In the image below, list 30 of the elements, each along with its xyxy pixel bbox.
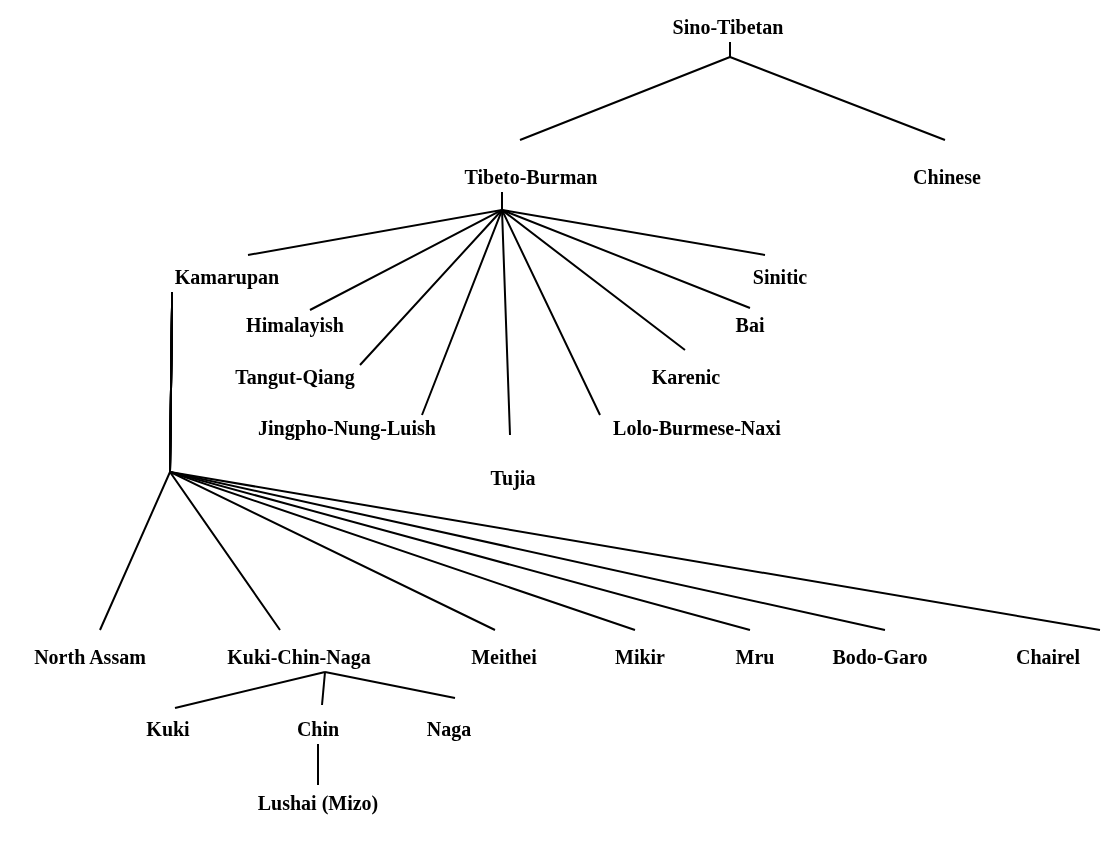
language-label: Jingpho-Nung-Luish — [256, 415, 438, 441]
language-label: Tibeto-Burman — [462, 164, 600, 190]
language-label: Chinese — [911, 164, 983, 190]
language-label: Meithei — [469, 644, 539, 670]
tree-line — [729, 41, 946, 141]
language-label: Kuki — [144, 716, 192, 742]
tree-line — [321, 671, 326, 706]
language-label: Kuki-Chin-Naga — [225, 644, 373, 670]
language-label: Kamarupan — [172, 264, 282, 290]
language-label: Karenic — [649, 364, 723, 390]
language-label: North Assam — [32, 644, 148, 670]
language-label: Sinitic — [750, 264, 810, 290]
language-label: Mikir — [613, 644, 667, 670]
language-label: Bodo-Garo — [830, 644, 930, 670]
language-label: Tangut-Qiang — [233, 364, 357, 390]
language-label: Lushai (Mizo) — [255, 790, 381, 816]
tree-line — [169, 291, 1101, 631]
language-label: Naga — [424, 716, 474, 742]
language-label: Bai — [733, 312, 767, 338]
tree-line — [501, 191, 766, 256]
tree-line — [324, 671, 456, 699]
tree-line — [174, 671, 326, 709]
language-label: Himalayish — [244, 312, 346, 338]
language-label: Chairel — [1013, 644, 1083, 670]
language-label: Chin — [294, 716, 342, 742]
tree-line — [317, 743, 319, 786]
language-label: Lolo-Burmese-Naxi — [611, 415, 783, 441]
language-label: Sino-Tibetan — [670, 14, 786, 40]
language-label: Mru — [733, 644, 777, 670]
language-label: Tujia — [488, 465, 538, 491]
